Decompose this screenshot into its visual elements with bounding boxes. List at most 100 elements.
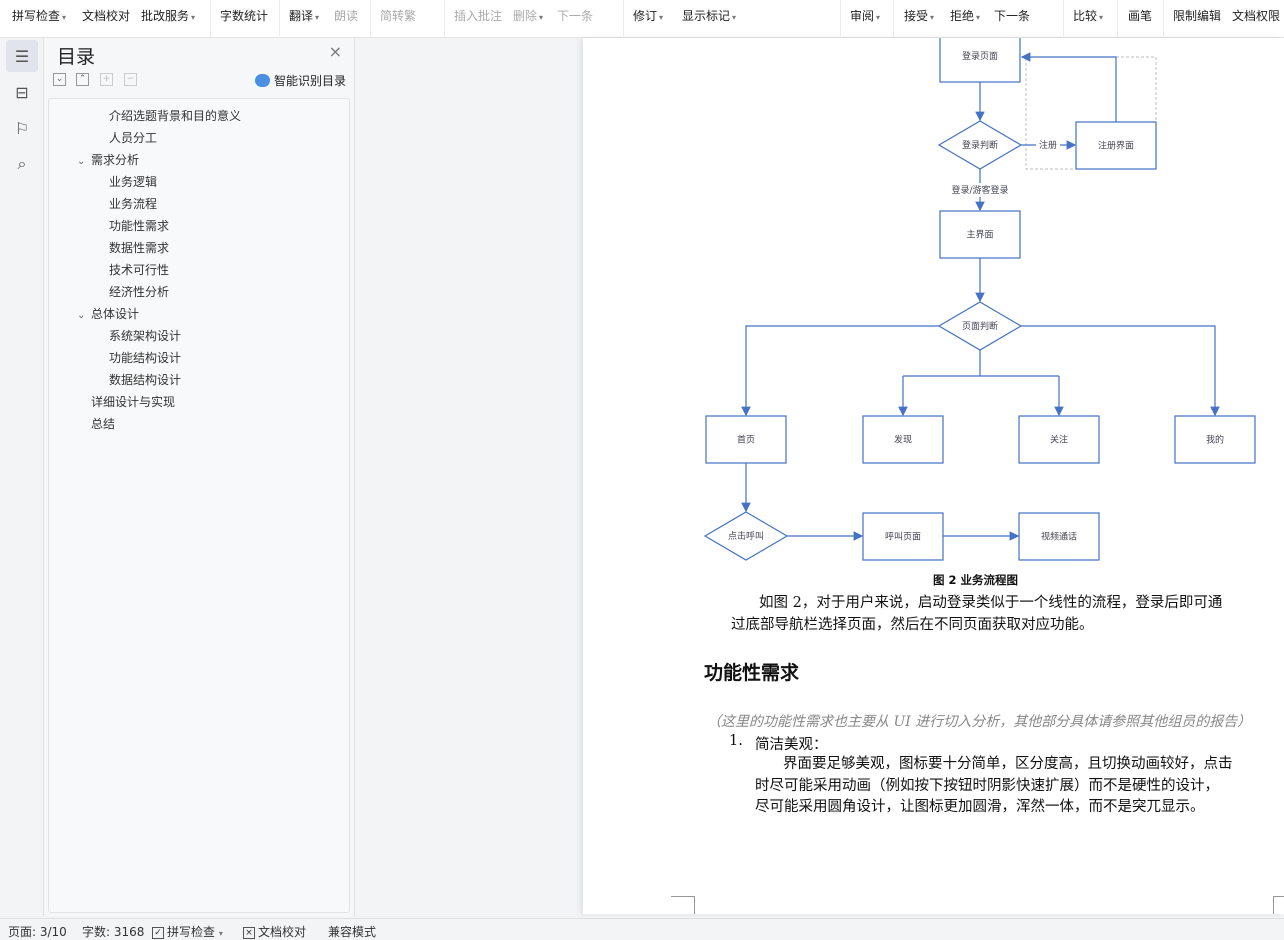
toc-item[interactable]: 数据性需求 xyxy=(109,241,170,255)
spell-check-toggle[interactable]: ✓拼写检查 ▾ xyxy=(152,923,223,940)
toolbar-button[interactable]: 显示标记▾ xyxy=(682,9,737,23)
flow-label: 注册 xyxy=(1039,139,1057,151)
section-heading: 功能性需求 xyxy=(704,662,800,684)
toc-item[interactable]: 经济性分析 xyxy=(109,285,170,299)
flow-process-box xyxy=(862,415,944,464)
flow-label: 页面判断 xyxy=(962,320,998,332)
bookmark-icon[interactable]: ⚐ xyxy=(14,118,30,138)
promote-button[interactable]: + xyxy=(100,73,113,86)
toolbar-button[interactable]: 插入批注 xyxy=(454,9,503,23)
toolbar-divider xyxy=(370,0,371,36)
proofread-toggle[interactable]: ×文档校对 xyxy=(243,923,306,940)
toolbar-button[interactable]: 朗读 xyxy=(334,9,359,23)
note-text: （这里的功能性需求也主要从 UI 进行切入分析，其他部分具体请参照其他组员的报告… xyxy=(707,714,1252,730)
toolbar-button[interactable]: 下一条 xyxy=(557,9,594,23)
collapse-all-button[interactable]: ⌄ xyxy=(53,73,66,86)
toolbar-button[interactable]: 画笔 xyxy=(1128,9,1153,23)
toc-icon[interactable]: ☰ xyxy=(6,40,38,72)
toolbar-button[interactable]: 文档权限 xyxy=(1232,9,1281,23)
toc-item[interactable]: ⌄总体设计 xyxy=(49,303,349,325)
toolbar-divider xyxy=(1117,0,1118,36)
flow-process-box xyxy=(1174,415,1256,464)
flow-decision-diamond xyxy=(937,301,1023,351)
caret-down-icon: ▾ xyxy=(732,13,737,22)
flow-label: 我的 xyxy=(1206,434,1224,446)
toc-list: 介绍选题背景和目的意义人员分工 ⌄需求分析业务逻辑业务流程功能性需求数据性需求技术… xyxy=(48,98,350,913)
toolbar-button[interactable]: 简转繁 xyxy=(380,9,417,23)
flow-label: 登录判断 xyxy=(962,139,998,151)
paragraph-line: 过底部导航栏选择页面，然后在不同页面获取对应功能。 xyxy=(731,617,1094,633)
toolbar-button[interactable]: 删除▾ xyxy=(513,9,544,23)
toolbar-divider xyxy=(444,0,445,36)
toc-item[interactable]: 业务逻辑 xyxy=(109,175,158,189)
word-count[interactable]: 字数: 3168 xyxy=(82,925,145,939)
toc-item[interactable]: 功能性需求 xyxy=(109,219,170,233)
toolbar-divider xyxy=(1063,0,1064,36)
toolbar-button[interactable]: 限制编辑 xyxy=(1173,9,1222,23)
toolbar-button[interactable]: 接受▾ xyxy=(904,9,935,23)
label-bg xyxy=(1036,138,1060,152)
toolbar-button[interactable]: 下一条 xyxy=(994,9,1031,23)
list-title: 简洁美观： xyxy=(755,737,828,753)
caret-down-icon: ▾ xyxy=(659,13,664,22)
toc-item[interactable]: 数据结构设计 xyxy=(109,373,182,387)
toolbar-button[interactable]: 批改服务▾ xyxy=(141,9,196,23)
flow-label: 登录/游客登录 xyxy=(951,184,1008,196)
checkbox-icon: ✓ xyxy=(152,926,164,939)
paragraph-line: 界面要足够美观，图标要十分简单，区分度高，且切换动画较好，点击 xyxy=(783,756,1233,772)
page-count[interactable]: 页面: 3/10 xyxy=(8,925,67,939)
toolbar-button[interactable]: 翻译▾ xyxy=(289,9,320,23)
smart-toc-button[interactable]: 智能识别目录 xyxy=(254,72,346,89)
toc-item[interactable]: 人员分工 xyxy=(109,131,158,145)
panel-title: 目录 xyxy=(57,46,96,68)
toolbar-divider xyxy=(210,0,211,36)
demote-button[interactable]: − xyxy=(124,73,137,86)
search-icon[interactable]: ⌕ xyxy=(17,154,27,173)
business-flowchart: 登录页面登录判断注册注册界面登录/游客登录主界面页面判断首页发现关注我的点击呼叫… xyxy=(703,38,1256,561)
toc-item[interactable]: 总结 xyxy=(91,417,116,431)
figure-caption: 图 2 业务流程图 xyxy=(933,573,1019,587)
document-page: 登录页面登录判断注册注册界面登录/游客登录主界面页面判断首页发现关注我的点击呼叫… xyxy=(583,38,1284,914)
smart-icon xyxy=(254,74,270,87)
chevron-down-icon[interactable]: ⌄ xyxy=(77,156,86,167)
flow-label: 登录页面 xyxy=(962,51,998,62)
toc-item[interactable]: 业务流程 xyxy=(109,197,158,211)
outline-icon[interactable]: ⊟ xyxy=(15,82,29,102)
page-corner-mark xyxy=(671,896,695,914)
status-bar: 页面: 3/10 字数: 3168 ✓拼写检查 ▾ ×文档校对 兼容模式 xyxy=(0,918,1284,939)
close-icon[interactable]: × xyxy=(328,42,342,61)
toolbar-button[interactable]: 比较▾ xyxy=(1073,9,1104,23)
flow-connector xyxy=(1020,52,1117,122)
caret-down-icon: ▾ xyxy=(191,13,196,22)
caret-down-icon: ▾ xyxy=(930,13,935,22)
toc-item[interactable]: 功能结构设计 xyxy=(109,351,182,365)
ribbon-toolbar: 拼写检查▾ 文档校对批改服务▾ 字数统计 翻译▾ 朗读 简转繁 插入批注删除▾ 下一条 修订▾ 显… xyxy=(0,0,1284,38)
toolbar-divider xyxy=(840,0,841,36)
flow-label: 关注 xyxy=(1050,434,1068,446)
toolbar-button[interactable]: 拼写检查▾ xyxy=(12,9,67,23)
toolbar-button[interactable]: 文档校对 xyxy=(82,9,131,23)
paragraph-line: 时尽可能采用动画（例如按下按钮时阴影快速扩展）而不是硬性的设计， xyxy=(755,778,1219,794)
flow-label: 视频通话 xyxy=(1041,531,1077,543)
toc-item[interactable]: 介绍选题背景和目的意义 xyxy=(109,109,242,123)
flow-decision-diamond xyxy=(937,120,1023,170)
flow-process-box xyxy=(939,210,1021,259)
flow-process-box xyxy=(939,38,1021,83)
toc-item[interactable]: 技术可行性 xyxy=(109,263,170,277)
toolbar-button[interactable]: 修订▾ xyxy=(633,9,664,23)
flow-decision-diamond xyxy=(703,511,789,561)
toolbar-button[interactable]: 审阅▾ xyxy=(850,9,881,23)
toc-item[interactable]: 详细设计与实现 xyxy=(91,395,176,409)
chevron-down-icon[interactable]: ⌄ xyxy=(77,310,86,321)
list-number: 1. xyxy=(729,733,743,749)
flow-process-box xyxy=(1018,512,1100,561)
flow-label: 点击呼叫 xyxy=(728,530,764,542)
expand-up-button[interactable]: ⌃ xyxy=(76,73,89,86)
toolbar-divider xyxy=(1163,0,1164,36)
toc-item[interactable]: 系统架构设计 xyxy=(109,329,182,343)
toolbar-button[interactable]: 字数统计 xyxy=(220,9,269,23)
toolbar-button[interactable]: 拒绝▾ xyxy=(950,9,981,23)
toc-item[interactable]: ⌄需求分析 xyxy=(49,149,349,171)
flow-process-box xyxy=(705,415,787,464)
caret-down-icon: ▾ xyxy=(315,13,320,22)
